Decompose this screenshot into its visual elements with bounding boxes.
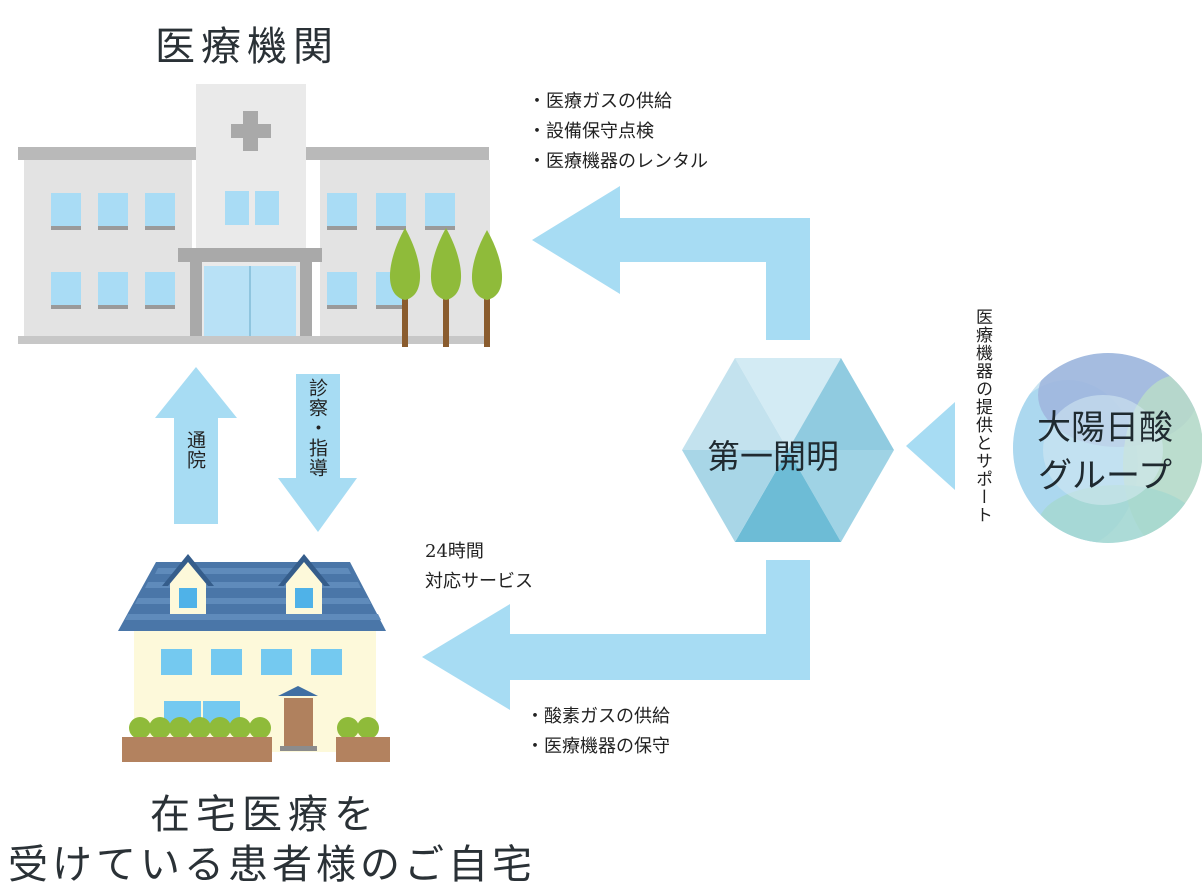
service-item: ・医療ガスの供給 [528, 91, 672, 112]
support-24h: 24時間 対応サービス [425, 537, 533, 597]
support-24h-line2: 対応サービス [425, 571, 533, 592]
company-hexagon [682, 358, 894, 542]
company-name: 第一開明 [707, 437, 839, 476]
home-title-line2: 受けている患者様のご自宅 [8, 842, 536, 888]
to-hospital-services: ・医療ガスの供給 ・設備保守点検 ・医療機器のレンタル [528, 87, 708, 177]
visit-label: 通院 [184, 430, 206, 470]
supply-label: 医療機器の提供とサポート [972, 308, 992, 524]
consult-label: 診察・指導 [306, 378, 328, 478]
tree-icon [389, 228, 503, 347]
arrow-visit [155, 367, 237, 524]
home-title-line1: 在宅医療を [150, 792, 380, 838]
group-logo [1013, 353, 1202, 543]
hospital-illustration [18, 84, 503, 347]
support-24h-line1: 24時間 [425, 541, 484, 562]
service-item: ・酸素ガスの供給 [526, 706, 670, 727]
hospital-title: 医療機関 [155, 24, 339, 70]
medical-cross-icon [231, 111, 271, 151]
service-item: ・設備保守点検 [528, 121, 654, 142]
arrow-supply [906, 402, 955, 490]
arrow-to-hospital [532, 186, 810, 340]
service-item: ・医療機器の保守 [526, 736, 670, 757]
home-illustration [118, 554, 390, 762]
group-name-line2: グループ [1038, 456, 1172, 496]
to-home-services: ・酸素ガスの供給 ・医療機器の保守 [526, 702, 670, 762]
group-name: 大陽日酸 グループ [1020, 404, 1190, 500]
group-name-line1: 大陽日酸 [1037, 408, 1173, 448]
service-item: ・医療機器のレンタル [528, 151, 708, 172]
arrow-consult [278, 374, 357, 532]
arrow-to-home [422, 560, 810, 710]
